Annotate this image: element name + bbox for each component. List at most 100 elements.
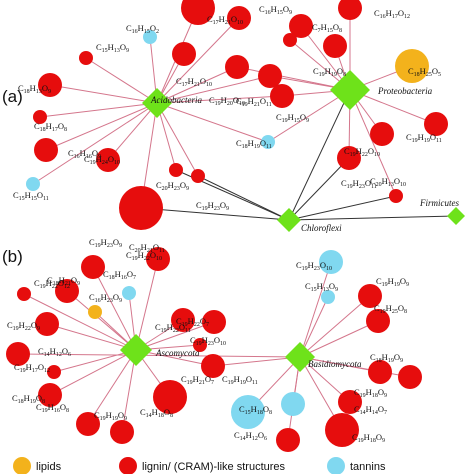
legend-swatch-lipids — [13, 457, 31, 474]
compound-node-lignin — [38, 383, 62, 407]
compound-label: C18H16O7 — [103, 269, 136, 281]
compound-node-tannins — [321, 290, 335, 304]
edge — [267, 89, 351, 143]
compound-node-tannins — [122, 286, 136, 300]
edge — [39, 102, 158, 118]
compound-label: C19H22O12 — [34, 278, 70, 290]
nodes-layer — [6, 0, 465, 452]
edge — [288, 195, 397, 221]
compound-node-lignin — [17, 287, 31, 301]
compound-label: C19H18O9 — [354, 387, 387, 399]
taxon-node-proteo — [330, 70, 370, 110]
taxon-node-firmi — [447, 207, 465, 225]
compound-node-tannins — [319, 250, 343, 274]
edge — [32, 102, 158, 185]
taxon-label-chloro: Chloroflexi — [301, 223, 342, 233]
edge — [49, 84, 158, 104]
edge — [49, 349, 137, 396]
compound-node-tannins — [281, 392, 305, 416]
compound-label: C19H23O11 — [341, 178, 377, 190]
compound-label: C19H23O9 — [89, 237, 122, 249]
compound-label: C19H23O10 — [296, 260, 332, 272]
compound-node-lignin — [172, 42, 196, 66]
compound-label: C14H14O7 — [354, 404, 387, 416]
legend: lipids lignin/ (CRAM)-like structures tann… — [13, 457, 386, 474]
compound-label: C19H22O10 — [126, 250, 162, 262]
compound-node-lignin — [35, 312, 59, 336]
compound-label: C20H13O10 — [370, 176, 406, 188]
edge — [299, 320, 379, 358]
compound-label: C19H22O10 — [344, 146, 380, 158]
compound-label: C18H19O8 — [12, 393, 45, 405]
compound-node-lignin — [47, 365, 61, 379]
compound-node-lignin — [191, 169, 205, 183]
compound-node-lignin — [289, 14, 313, 38]
compound-label: C19H19O9 — [376, 276, 409, 288]
compound-node-lipids — [395, 49, 429, 83]
compound-node-lignin — [202, 310, 226, 334]
edge — [17, 353, 301, 358]
compound-label: C16H15O2 — [126, 23, 159, 35]
edge — [66, 290, 137, 351]
compound-node-lignin — [325, 413, 359, 447]
edge — [156, 17, 240, 104]
taxon-label-basidio: Basidiomycota — [308, 359, 362, 369]
compound-node-lignin — [119, 186, 163, 230]
compound-node-lignin — [33, 110, 47, 124]
compound-node-lignin — [201, 354, 225, 378]
compound-label: C19H17O12 — [14, 362, 50, 374]
compound-node-lignin — [258, 64, 282, 88]
compound-node-lignin — [110, 420, 134, 444]
compound-label: C19H21O11 — [236, 96, 272, 108]
compound-label: C16H23O9 — [89, 292, 122, 304]
compound-label: C15H18O8 — [239, 404, 272, 416]
compound-label: C16H16O9 — [68, 148, 101, 160]
compound-node-lignin — [169, 163, 183, 177]
compound-node-lignin — [283, 33, 297, 47]
compound-node-lignin — [424, 112, 448, 136]
compound-node-lignin — [81, 255, 105, 279]
compound-node-lignin — [389, 189, 403, 203]
compound-label: C19H23O9 — [196, 200, 229, 212]
compound-node-lignin — [366, 309, 390, 333]
compound-label: C14H12O6 — [38, 346, 71, 358]
compound-label: C18H19O9 — [370, 352, 403, 364]
compound-label: C17H21O10 — [176, 76, 212, 88]
compound-label: C18H25O5 — [408, 66, 441, 78]
compound-label: C19H19O11 — [406, 132, 442, 144]
edge — [135, 321, 215, 351]
compound-node-lignin — [227, 6, 251, 30]
legend-label-lipids: lipids — [36, 461, 62, 473]
edge — [87, 349, 137, 425]
compound-label: C15H13O9 — [96, 42, 129, 54]
compound-label: C14H18O8 — [140, 407, 173, 419]
legend-label-tannins: tannins — [350, 461, 386, 473]
edge — [236, 66, 351, 91]
compound-label: C20H23O9 — [156, 180, 189, 192]
compound-label: C19H25O8 — [374, 303, 407, 315]
compound-label: C19H16O8 — [36, 402, 69, 414]
compound-node-lignin — [276, 428, 300, 452]
edge — [156, 102, 269, 143]
compound-node-tannins — [261, 135, 275, 149]
compound-node-lignin — [96, 148, 120, 172]
legend-label-lignin: lignin/ (CRAM)-like structures — [142, 461, 286, 473]
compound-label: C19H15O9 — [276, 112, 309, 124]
compound-node-lignin — [368, 360, 392, 384]
compound-label: C19H22O7 — [176, 316, 209, 328]
panel-label-b: (b) — [2, 247, 23, 266]
taxon-label-acido: Acidobacteria — [150, 95, 202, 105]
edge — [45, 102, 158, 151]
compound-label: C19H23O10 — [190, 335, 226, 347]
edge — [288, 89, 351, 221]
compound-node-lignin — [338, 390, 362, 414]
edge — [156, 102, 199, 177]
compound-label: C16H15O9 — [259, 4, 292, 16]
edge — [197, 175, 290, 221]
compound-node-lignin — [79, 51, 93, 65]
edge — [299, 295, 371, 358]
edge — [23, 293, 137, 351]
compound-label: C19H19O9 — [94, 410, 127, 422]
